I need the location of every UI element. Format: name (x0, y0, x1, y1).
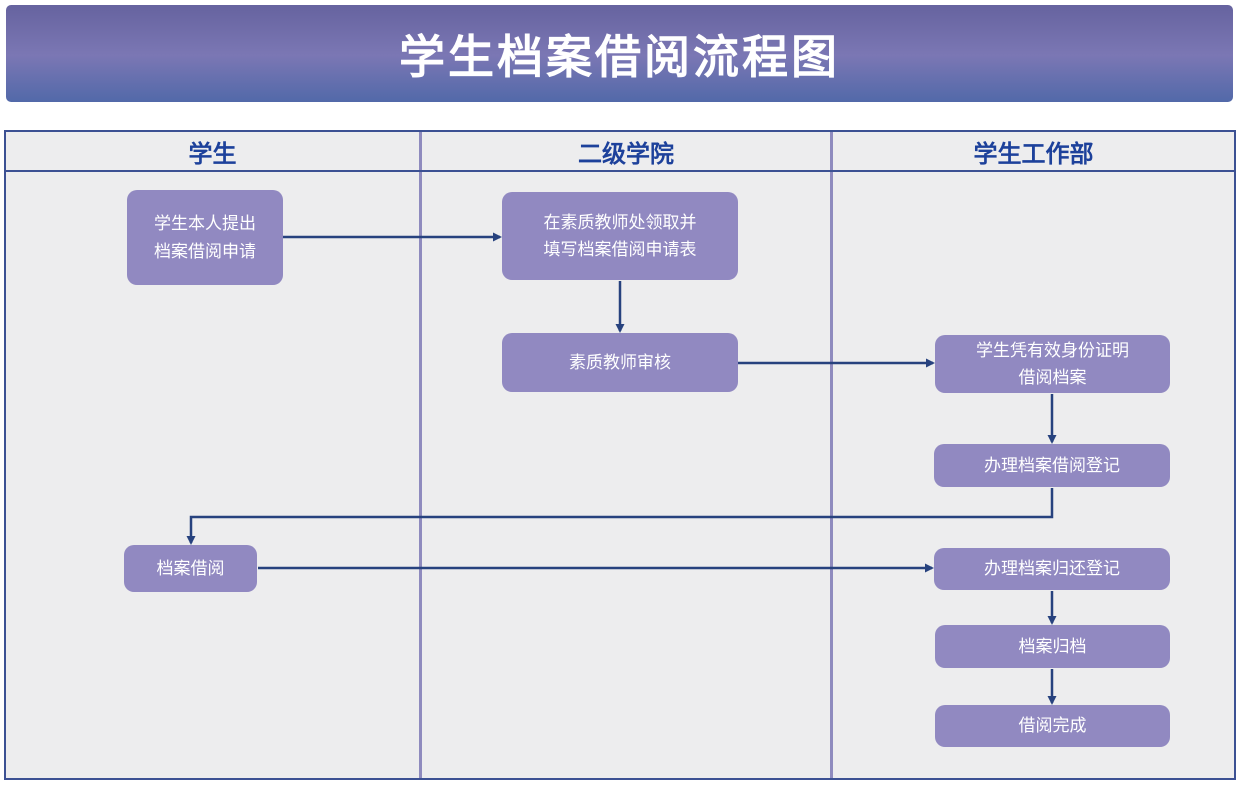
title-banner: 学生档案借阅流程图 (6, 5, 1233, 102)
flow-node-teacher-review: 素质教师审核 (502, 333, 738, 392)
lane-divider-2 (830, 172, 833, 778)
lane-header-student-affairs: 学生工作部 (830, 132, 1234, 170)
flow-node-apply: 学生本人提出 档案借阅申请 (127, 190, 283, 285)
lane-header-college: 二级学院 (419, 132, 830, 170)
flow-node-archive-borrow: 档案借阅 (124, 545, 257, 592)
lane-header-row: 学生 二级学院 学生工作部 (6, 132, 1234, 172)
flow-node-return-register: 办理档案归还登记 (934, 548, 1170, 590)
lane-header-student: 学生 (188, 140, 237, 168)
flow-node-archive-file: 档案归档 (935, 625, 1170, 668)
flow-node-fill-form: 在素质教师处领取并 填写档案借阅申请表 (502, 192, 738, 280)
lane-divider-1 (419, 172, 422, 778)
page-title: 学生档案借阅流程图 (399, 30, 840, 83)
flow-node-borrow-register: 办理档案借阅登记 (934, 444, 1170, 487)
flow-node-borrow-with-id: 学生凭有效身份证明 借阅档案 (935, 335, 1170, 393)
flow-node-complete: 借阅完成 (935, 705, 1170, 747)
